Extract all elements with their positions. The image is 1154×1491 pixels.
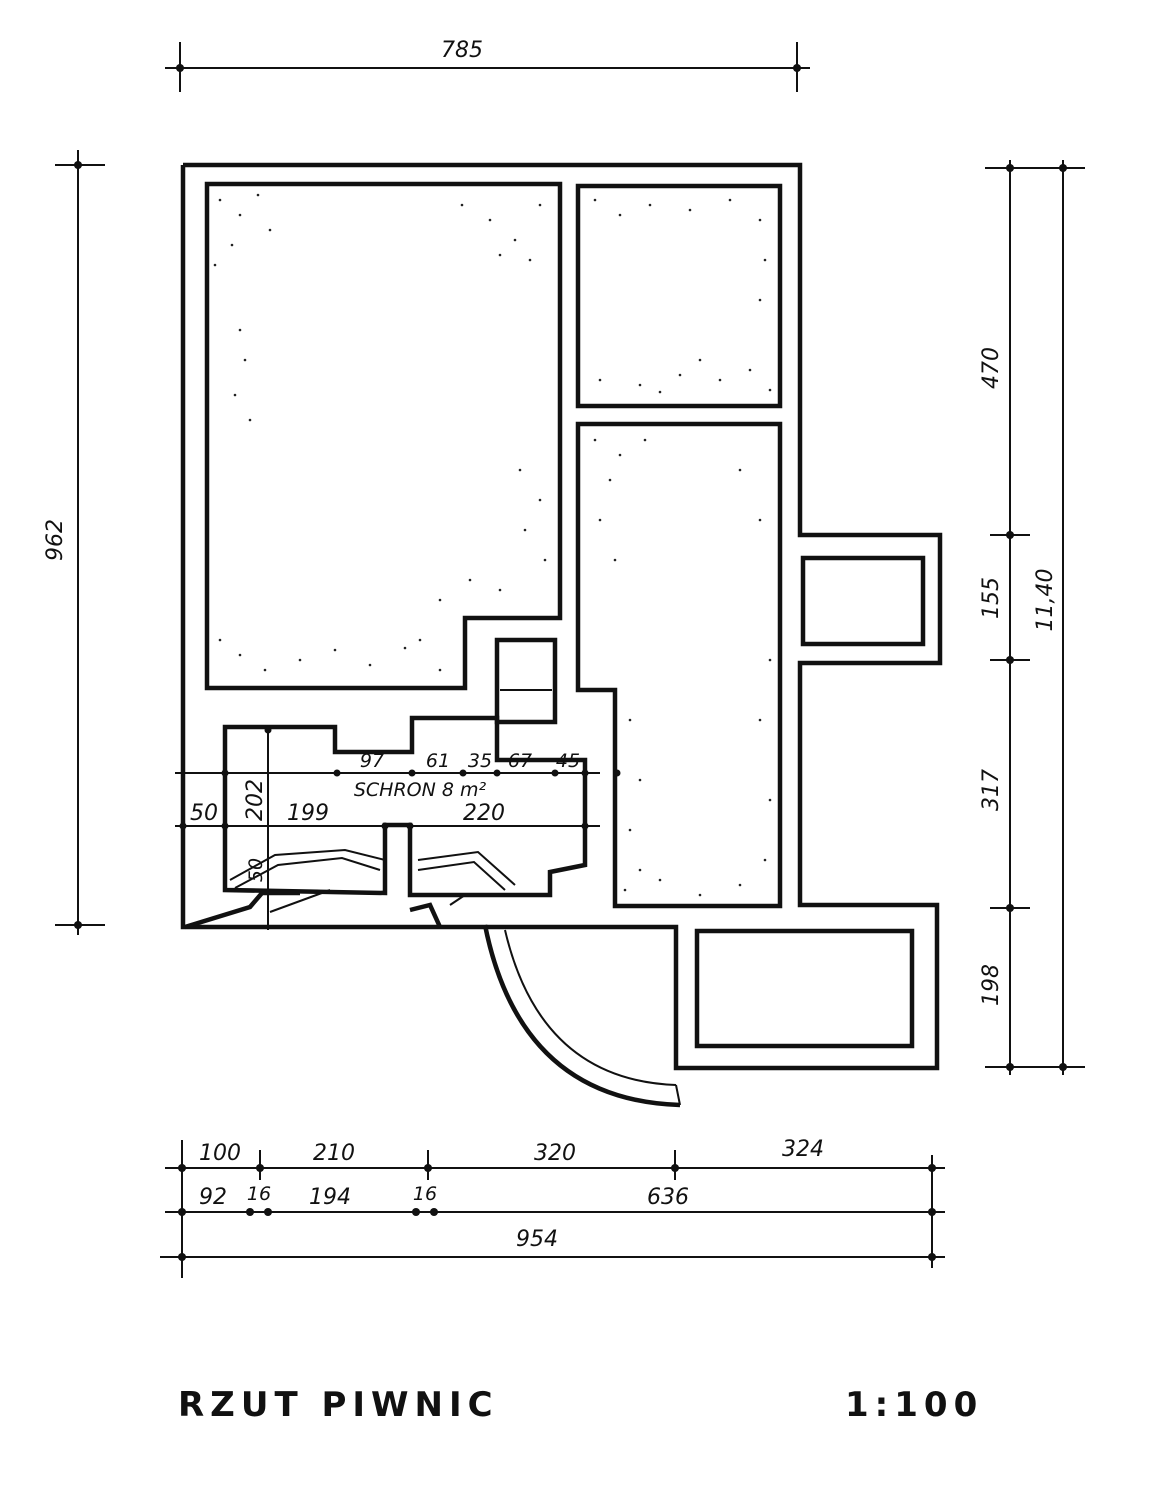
dim-92: 92	[199, 1185, 227, 1210]
dim-155: 155	[979, 577, 1004, 619]
dim-50: 50	[190, 801, 218, 826]
dim-954: 954	[516, 1227, 558, 1252]
dim-16-a: 16	[247, 1183, 271, 1205]
dim-45: 45	[556, 750, 580, 772]
dim-1140: 11,40	[1033, 569, 1058, 632]
dim-317: 317	[979, 769, 1004, 811]
drawing-scale: 1:100	[845, 1385, 983, 1425]
dim-61: 61	[426, 750, 450, 772]
dim-202: 202	[243, 779, 268, 821]
dim-636: 636	[647, 1185, 689, 1210]
dim-470: 470	[979, 347, 1004, 389]
dim-320: 320	[534, 1141, 576, 1166]
building-walls	[180, 162, 943, 1108]
dim-100: 100	[199, 1141, 241, 1166]
dim-962: 962	[43, 519, 68, 561]
dim-785: 785	[441, 38, 483, 63]
dim-194: 194	[309, 1185, 351, 1210]
dim-50-small: 50	[245, 858, 267, 882]
dim-16-b: 16	[413, 1183, 437, 1205]
stipple-texture	[213, 193, 772, 897]
dim-97: 97	[360, 750, 384, 772]
shelter-label: SCHRON 8 m²	[354, 779, 487, 801]
dimension-left-overall: 962	[43, 150, 105, 935]
dim-198: 198	[979, 964, 1004, 1006]
dimension-bottom-chains: 100 210 320 324 92 16 194 16 636 954	[160, 1137, 945, 1278]
dim-67: 67	[508, 750, 532, 772]
dim-35: 35	[468, 750, 492, 772]
drawing-title: RZUT PIWNIC	[178, 1385, 499, 1425]
shelter-dimensions: 97 61 35 67 45 SCHRON 8 m² 50 202 199 22…	[175, 725, 621, 930]
dim-210: 210	[313, 1141, 355, 1166]
dim-199: 199	[287, 801, 329, 826]
dimension-right-chain: 470 155 317 198 11,40	[979, 160, 1085, 1075]
dim-220: 220	[463, 801, 505, 826]
dim-324: 324	[782, 1137, 824, 1162]
dimension-top-overall: 785	[165, 38, 810, 92]
